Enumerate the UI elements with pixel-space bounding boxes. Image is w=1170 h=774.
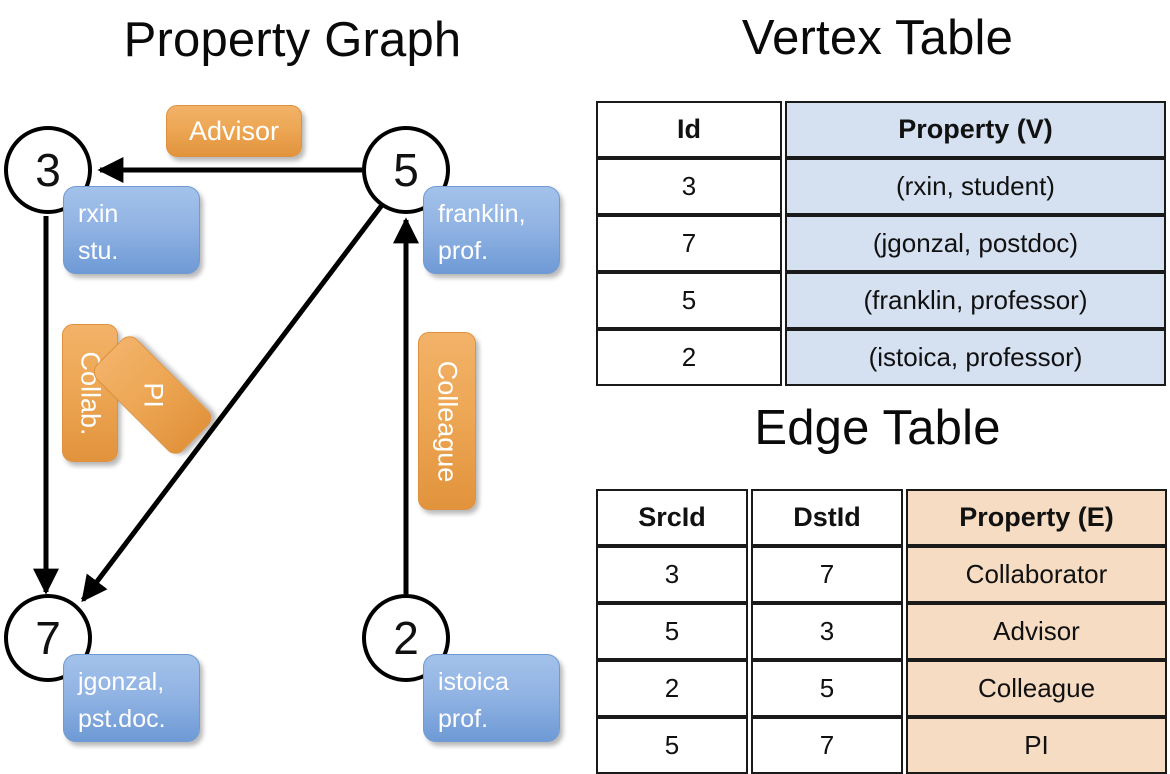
- edge-cell-dstid: 3: [751, 603, 903, 660]
- property-graph-diagram: 3 rxin stu. 5 franklin, prof. 7 jgonzal,…: [0, 0, 585, 760]
- vertex-cell-id: 2: [596, 329, 782, 386]
- edge-5-to-7: [81, 203, 384, 603]
- edge-label-colleague: Colleague: [418, 332, 476, 510]
- node-circle-5[interactable]: [362, 126, 450, 214]
- edge-cell-property: PI: [906, 717, 1167, 774]
- edge-label-pi-text: PI: [137, 382, 168, 408]
- edge-cell-dstid: 5: [751, 660, 903, 717]
- node-id-3: 3: [35, 144, 61, 196]
- node-property-line-2: stu.: [78, 237, 119, 265]
- node-property-line-2: prof.: [438, 705, 489, 733]
- table-header-row: Id Property (V): [596, 101, 1166, 158]
- edge-col-header-property: Property (E): [906, 489, 1167, 546]
- node-property-line-2: prof.: [438, 237, 489, 265]
- node-property-line-1: rxin: [78, 200, 119, 228]
- table-row: 3 7 Collaborator: [596, 546, 1167, 603]
- edge-cell-srcid: 5: [596, 717, 748, 774]
- edge-label-colleague-text: Colleague: [432, 360, 463, 482]
- node-id-2: 2: [393, 612, 419, 664]
- edge-col-header-dstid: DstId: [751, 489, 903, 546]
- vertex-cell-id: 5: [596, 272, 782, 329]
- node-id-7: 7: [35, 612, 61, 664]
- table-row: 3 (rxin, student): [596, 158, 1166, 215]
- node-property-line-1: istoica: [438, 668, 509, 696]
- page-title-vertex-table: Vertex Table: [741, 11, 1014, 65]
- edge-cell-property: Advisor: [906, 603, 1167, 660]
- table-row: 5 (franklin, professor): [596, 272, 1166, 329]
- graph-edges-svg: [33, 157, 419, 603]
- table-row: 5 7 PI: [596, 717, 1167, 774]
- edge-cell-dstid: 7: [751, 717, 903, 774]
- node-property-box-2: istoica prof.: [423, 654, 560, 742]
- node-property-box-3: rxin stu.: [63, 186, 200, 274]
- node-id-5: 5: [393, 144, 419, 196]
- node-property-line-1: jgonzal,: [78, 668, 165, 696]
- edge-cell-property: Colleague: [906, 660, 1167, 717]
- vertex-cell-property: (franklin, professor): [785, 272, 1166, 329]
- vertex-col-header-id: Id: [596, 101, 782, 158]
- page-title-property-graph: Property Graph: [123, 13, 462, 67]
- vertex-cell-id: 3: [596, 158, 782, 215]
- node-property-line-2: pst.doc.: [78, 705, 166, 733]
- table-row: 2 (istoica, professor): [596, 329, 1166, 386]
- table-row: 2 5 Colleague: [596, 660, 1167, 717]
- vertex-table: Id Property (V) 3 (rxin, student) 7 (jgo…: [593, 101, 1169, 386]
- node-circle-2[interactable]: [362, 594, 450, 682]
- vertex-cell-property: (istoica, professor): [785, 329, 1166, 386]
- node-property-box-7: jgonzal, pst.doc.: [63, 654, 200, 742]
- table-row: 5 3 Advisor: [596, 603, 1167, 660]
- edge-cell-property: Collaborator: [906, 546, 1167, 603]
- page-title-edge-table: Edge Table: [754, 401, 1001, 455]
- vertex-cell-property: (jgonzal, postdoc): [785, 215, 1166, 272]
- node-property-line-1: franklin,: [438, 200, 526, 228]
- edge-col-header-srcid: SrcId: [596, 489, 748, 546]
- edge-table: SrcId DstId Property (E) 3 7 Collaborato…: [593, 489, 1170, 774]
- table-row: 7 (jgonzal, postdoc): [596, 215, 1166, 272]
- edge-label-advisor-text: Advisor: [188, 115, 280, 146]
- edge-cell-dstid: 7: [751, 546, 903, 603]
- node-property-box-5: franklin, prof.: [423, 186, 560, 274]
- vertex-col-header-property: Property (V): [785, 101, 1166, 158]
- edge-cell-srcid: 5: [596, 603, 748, 660]
- vertex-cell-id: 7: [596, 215, 782, 272]
- edge-cell-srcid: 3: [596, 546, 748, 603]
- vertex-cell-property: (rxin, student): [785, 158, 1166, 215]
- edge-label-collab: Collab.: [62, 324, 118, 462]
- table-header-row: SrcId DstId Property (E): [596, 489, 1167, 546]
- edge-cell-srcid: 2: [596, 660, 748, 717]
- edge-label-advisor: Advisor: [166, 105, 302, 157]
